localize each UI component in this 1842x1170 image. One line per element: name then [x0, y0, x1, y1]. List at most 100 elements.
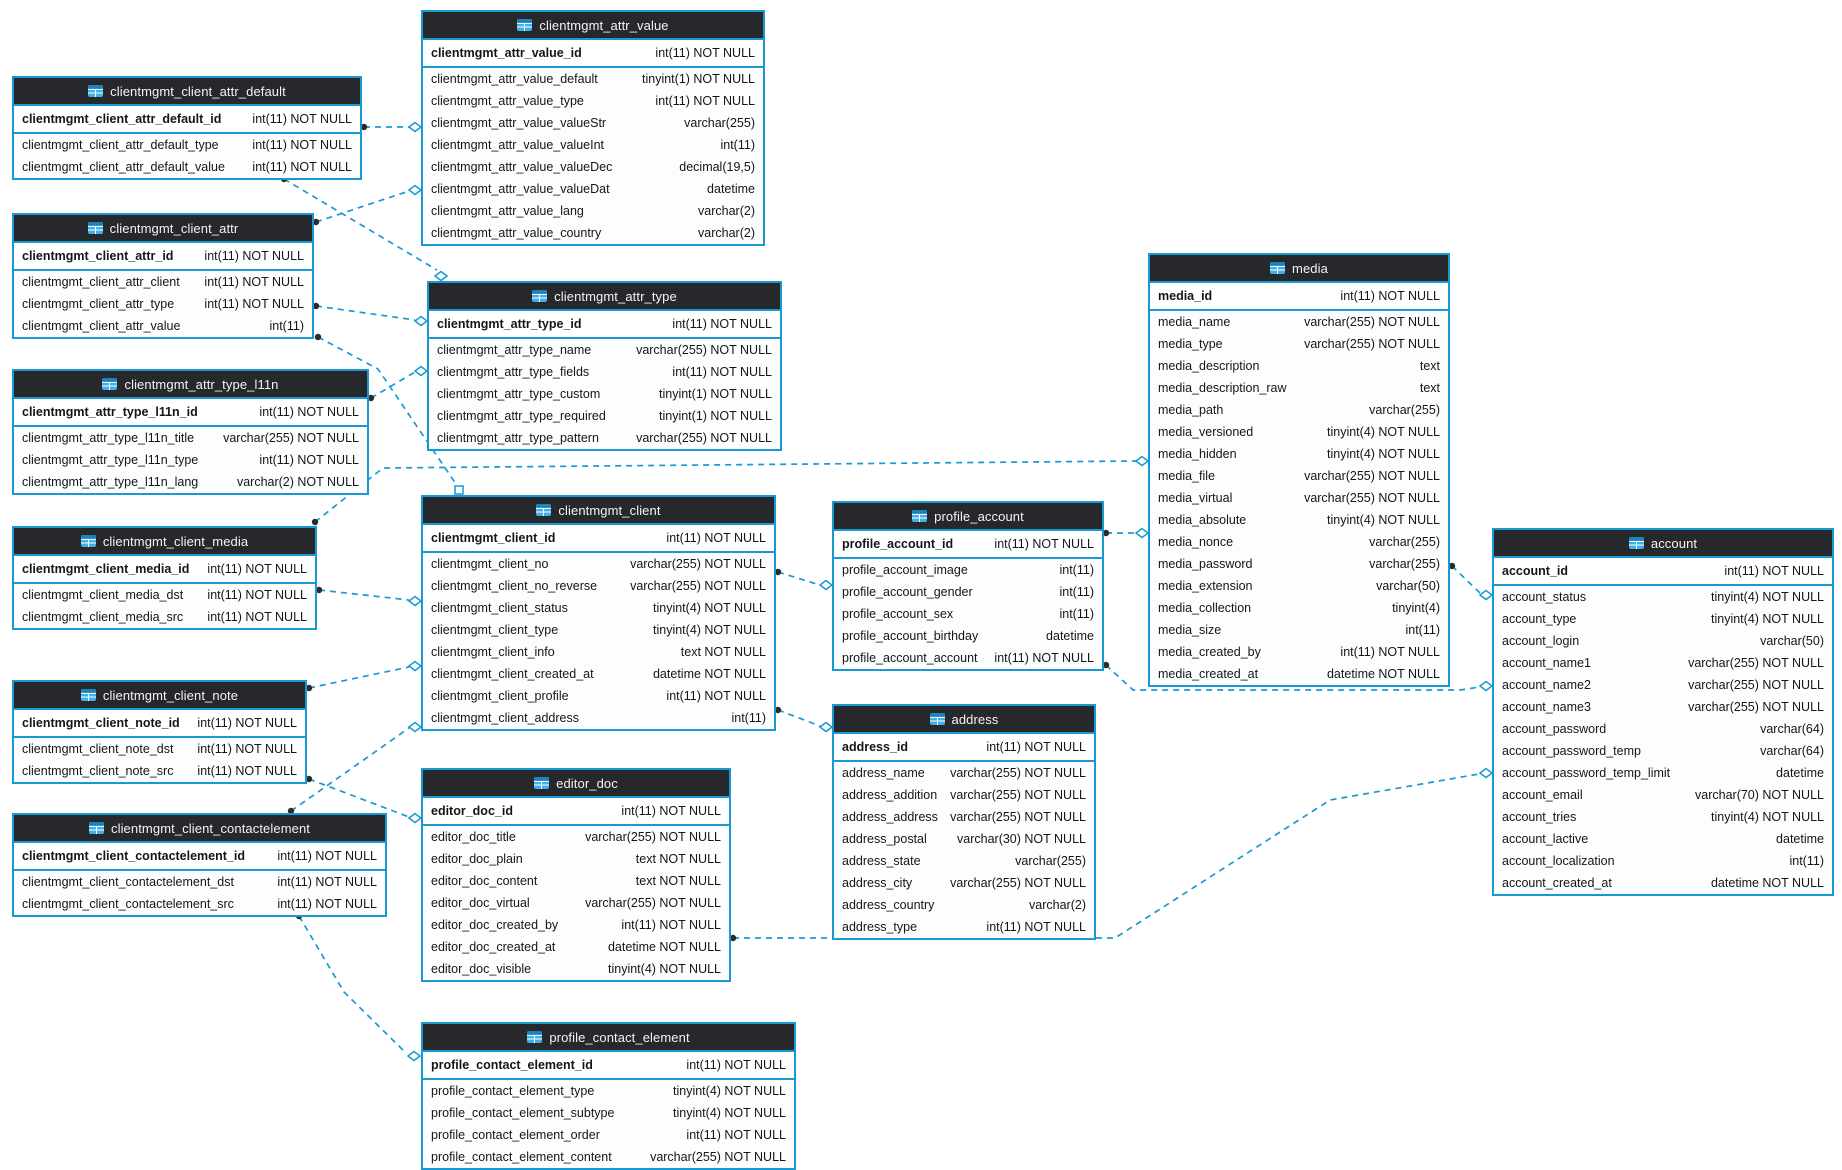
table-icon	[517, 19, 533, 31]
column-name: clientmgmt_client_contactelement_id	[22, 849, 245, 863]
table-header[interactable]: profile_contact_element	[423, 1024, 794, 1052]
relation-source-dot	[312, 218, 320, 226]
column-type: varchar(2)	[698, 226, 755, 240]
table-header[interactable]: media	[1150, 255, 1448, 283]
column-name: clientmgmt_client_attr_default_type	[22, 138, 219, 152]
table-icon	[527, 1031, 543, 1043]
table-profile_contact_element[interactable]: profile_contact_element profile_contact_e…	[421, 1022, 796, 1170]
table-header[interactable]: clientmgmt_client	[423, 497, 774, 525]
column-name: media_nonce	[1158, 535, 1234, 549]
table-icon	[534, 777, 550, 789]
table-icon	[87, 222, 103, 234]
column-type: varchar(255) NOT NULL	[1304, 315, 1440, 329]
table-header[interactable]: clientmgmt_client_attr_default	[14, 78, 360, 106]
column-name: clientmgmt_client_no_reverse	[431, 579, 598, 593]
table-icon	[80, 535, 96, 547]
table-header[interactable]: clientmgmt_client_attr	[14, 215, 312, 243]
column-type: varchar(255) NOT NULL	[950, 876, 1086, 890]
table-icon	[1270, 262, 1286, 274]
column-name: account_password_temp	[1502, 744, 1641, 758]
relation-target-diamond	[1478, 767, 1494, 779]
column-type: varchar(255) NOT NULL	[585, 896, 721, 910]
table-header[interactable]: address	[834, 706, 1094, 734]
column-type: decimal(19,5)	[679, 160, 755, 174]
relationship-clientmgmt_client_contactelement-to-profile_contact_element	[298, 915, 407, 1054]
column-type: int(11) NOT NULL	[672, 317, 772, 331]
column-name: account_lactive	[1502, 832, 1589, 846]
column-name: clientmgmt_attr_value_country	[431, 226, 602, 240]
column-type: int(11) NOT NULL	[994, 651, 1094, 665]
column-type: int(11) NOT NULL	[655, 94, 755, 108]
table-header[interactable]: clientmgmt_attr_type	[429, 283, 780, 311]
table-clientmgmt_client_attr_default[interactable]: clientmgmt_client_attr_default clientmgmt…	[12, 76, 362, 180]
table-header[interactable]: editor_doc	[423, 770, 729, 798]
column-type: tinyint(4) NOT NULL	[1711, 590, 1824, 604]
table-clientmgmt_client_attr[interactable]: clientmgmt_client_attr clientmgmt_client_…	[12, 213, 314, 339]
column-type: varchar(255) NOT NULL	[1688, 656, 1824, 670]
column-name: profile_contact_element_id	[431, 1058, 593, 1072]
column-name: media_versioned	[1158, 425, 1254, 439]
table-header[interactable]: clientmgmt_client_note	[14, 682, 305, 710]
table-header[interactable]: clientmgmt_attr_value	[423, 12, 763, 40]
column-type: int(11) NOT NULL	[621, 804, 721, 818]
column-name: address_name	[842, 766, 925, 780]
column-type: int(11) NOT NULL	[252, 160, 352, 174]
column-name: media_type	[1158, 337, 1223, 351]
column-type: tinyint(4) NOT NULL	[608, 962, 721, 976]
table-header[interactable]: account	[1494, 530, 1832, 558]
table-clientmgmt_attr_value[interactable]: clientmgmt_attr_value clientmgmt_attr_val…	[421, 10, 765, 246]
column-type: int(11) NOT NULL	[686, 1128, 786, 1142]
column-name: clientmgmt_client_attr_type	[22, 297, 175, 311]
column-type: varchar(255) NOT NULL	[1304, 491, 1440, 505]
relation-target-diamond	[407, 184, 423, 196]
column-name: account_password	[1502, 722, 1607, 736]
column-name: editor_doc_plain	[431, 852, 523, 866]
column-type: int(11) NOT NULL	[197, 716, 297, 730]
table-clientmgmt_client_contactelement[interactable]: clientmgmt_client_contactelement clientmg…	[12, 813, 387, 917]
table-header[interactable]: clientmgmt_client_contactelement	[14, 815, 385, 843]
column-name: media_extension	[1158, 579, 1253, 593]
relation-target-diamond	[818, 721, 834, 733]
table-header[interactable]: profile_account	[834, 503, 1102, 531]
column-type: int(11) NOT NULL	[986, 740, 1086, 754]
relation-source-dot	[774, 706, 782, 714]
table-header[interactable]: clientmgmt_attr_type_l11n	[14, 371, 367, 399]
column-type: varchar(2)	[1029, 898, 1086, 912]
table-header[interactable]: clientmgmt_client_media	[14, 528, 315, 556]
relation-target-diamond	[407, 721, 423, 733]
column-type: varchar(255) NOT NULL	[1688, 700, 1824, 714]
relation-source-dot	[287, 807, 295, 815]
column-type: varchar(255)	[1369, 403, 1440, 417]
column-name: clientmgmt_attr_value_valueDat	[431, 182, 610, 196]
table-icon	[1628, 537, 1644, 549]
column-name: media_id	[1158, 289, 1213, 303]
column-type: int(11) NOT NULL	[686, 1058, 786, 1072]
column-type: datetime NOT NULL	[652, 667, 766, 681]
column-type: text	[1419, 359, 1440, 373]
column-row: clientmgmt_attr_value_country varchar(2)	[423, 222, 763, 244]
